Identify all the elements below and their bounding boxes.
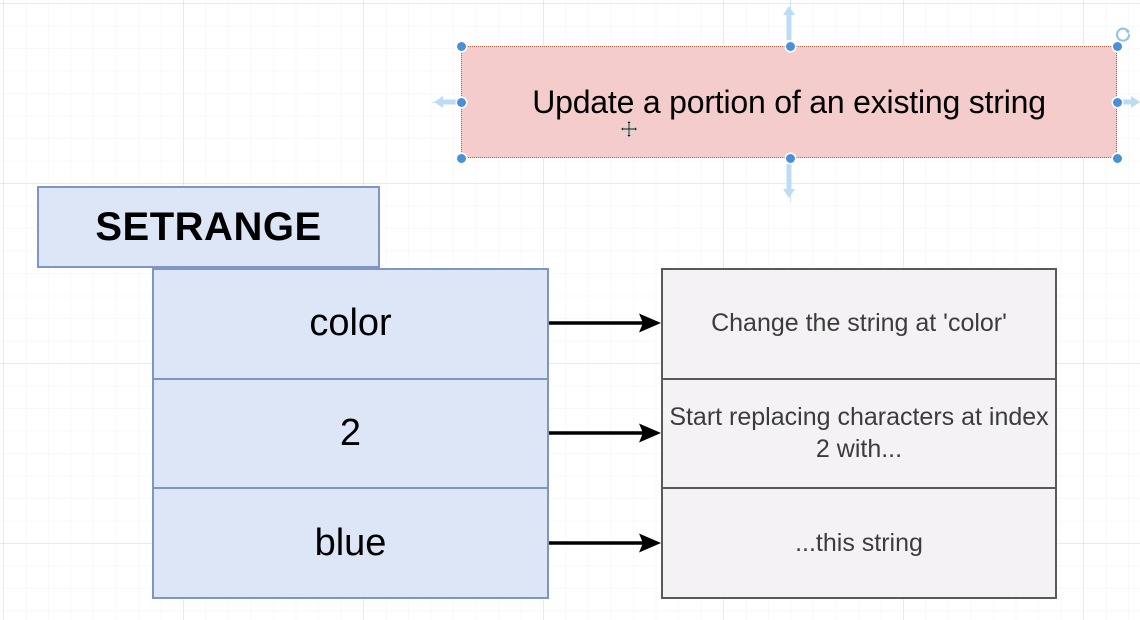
- description-row-offset[interactable]: Start replacing characters at index 2 wi…: [663, 380, 1055, 490]
- description-text-offset: Start replacing characters at index 2 wi…: [669, 403, 1049, 463]
- parameter-value-offset: 2: [339, 412, 362, 454]
- connector-arrow-value: [549, 531, 661, 555]
- resize-handle-bottom-center[interactable]: [786, 154, 795, 163]
- description-table[interactable]: Change the string at 'color' Start repla…: [661, 268, 1057, 599]
- resize-handle-bottom-right[interactable]: [1113, 154, 1122, 163]
- rotate-icon[interactable]: [1114, 26, 1132, 44]
- arrow-down-icon: [782, 164, 796, 198]
- parameter-row-offset[interactable]: 2: [154, 380, 547, 490]
- parameter-table[interactable]: color 2 blue: [152, 268, 549, 599]
- parameter-row-value[interactable]: blue: [154, 489, 547, 597]
- description-row-key[interactable]: Change the string at 'color': [663, 270, 1055, 380]
- resize-handle-top-center[interactable]: [786, 42, 795, 51]
- arrow-up-icon: [782, 6, 796, 40]
- command-name-label: SETRANGE: [95, 204, 322, 249]
- arrow-right-icon: [1120, 94, 1140, 110]
- description-row-value[interactable]: ...this string: [663, 489, 1055, 597]
- parameter-value-key: color: [309, 302, 392, 345]
- title-text-box[interactable]: Update a portion of an existing string: [461, 46, 1117, 158]
- resize-handle-bottom-left[interactable]: [457, 154, 466, 163]
- description-text-value: ...this string: [795, 528, 923, 557]
- resize-handle-middle-right[interactable]: [1113, 98, 1122, 107]
- title-text: Update a portion of an existing string: [532, 83, 1046, 120]
- command-name-box[interactable]: SETRANGE: [37, 186, 380, 268]
- connector-arrow-offset: [549, 421, 661, 445]
- parameter-value-value: blue: [314, 521, 387, 564]
- arrow-left-icon: [434, 94, 464, 110]
- resize-handle-top-right[interactable]: [1113, 42, 1122, 51]
- resize-handle-middle-left[interactable]: [457, 98, 466, 107]
- resize-handle-top-left[interactable]: [457, 42, 466, 51]
- description-text-key: Change the string at 'color': [711, 309, 1007, 338]
- connector-arrow-key: [549, 311, 661, 335]
- parameter-row-key[interactable]: color: [154, 270, 547, 380]
- move-cursor-icon: [620, 120, 638, 138]
